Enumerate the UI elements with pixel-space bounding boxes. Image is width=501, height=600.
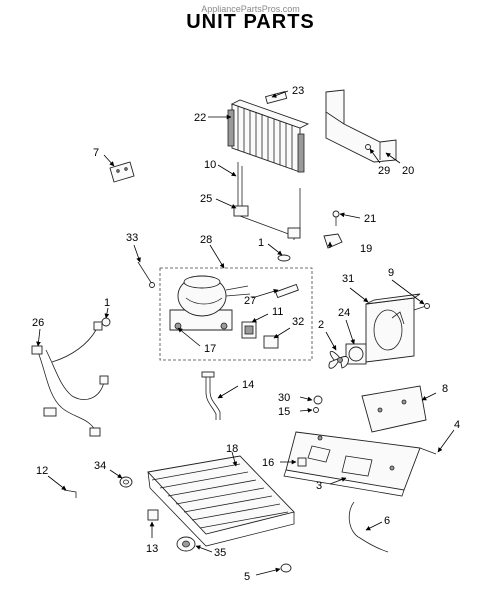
callout-31: 31 [342, 273, 354, 285]
callout-13: 13 [146, 543, 158, 555]
callout-33: 33 [126, 232, 138, 244]
callout-34: 34 [94, 460, 106, 472]
callout-35: 35 [214, 547, 226, 559]
heater-wire-part[interactable] [348, 501, 389, 553]
rail-part-4[interactable] [419, 447, 437, 455]
callout-22: 22 [194, 112, 206, 124]
suction-tube-part[interactable] [275, 283, 299, 299]
screw-part-29[interactable] [365, 144, 371, 150]
compressor-group-outline [159, 267, 313, 361]
callout-10: 10 [204, 159, 216, 171]
callout-19: 19 [360, 243, 372, 255]
evaporator-part[interactable] [147, 455, 295, 547]
callout-5: 5 [244, 571, 250, 583]
clip-part-1-upper[interactable] [277, 254, 291, 262]
spacer-part-5[interactable] [280, 563, 292, 573]
callout-28: 28 [200, 234, 212, 246]
bracket-part-8[interactable] [361, 385, 427, 433]
fan-blade-part[interactable] [328, 350, 349, 369]
bolt-part-33[interactable] [137, 261, 155, 288]
condenser-duct-part[interactable] [325, 89, 397, 163]
callout-21: 21 [364, 213, 376, 225]
callout-3: 3 [316, 480, 322, 492]
clip-part-12[interactable] [63, 489, 77, 498]
callout-12: 12 [36, 465, 48, 477]
callout-8: 8 [442, 383, 448, 395]
screw-part-9[interactable] [413, 303, 430, 311]
compressor-part[interactable] [169, 275, 251, 331]
screw-part-21[interactable] [332, 210, 340, 226]
callout-labels: 22 23 20 29 7 10 25 21 19 33 28 1 9 31 1… [32, 85, 460, 583]
drain-tube-part[interactable] [201, 371, 221, 420]
callout-18: 18 [226, 443, 238, 455]
mounting-plate-part[interactable] [109, 161, 135, 183]
grommet-part-34[interactable] [119, 476, 133, 488]
callout-27: 27 [244, 295, 256, 307]
callout-23: 23 [292, 85, 304, 97]
condenser-tube-part[interactable] [233, 162, 301, 240]
callout-24: 24 [338, 307, 350, 319]
fan-motor-part[interactable] [345, 343, 367, 365]
callout-1-left: 1 [104, 297, 110, 309]
callout-17: 17 [204, 343, 216, 355]
callout-9: 9 [388, 267, 394, 279]
callout-26: 26 [32, 317, 44, 329]
callout-15: 15 [278, 406, 290, 418]
callout-30: 30 [278, 392, 290, 404]
watermark: AppliancePartsPros.com [201, 4, 300, 14]
condenser-coil-part[interactable] [227, 99, 310, 173]
callout-20: 20 [402, 165, 414, 177]
callout-16: 16 [262, 457, 274, 469]
callout-1-upper: 1 [258, 237, 264, 249]
base-pan-part[interactable] [283, 431, 421, 497]
callout-14: 14 [242, 379, 254, 391]
wire-harness-part[interactable] [31, 321, 109, 437]
clip-part-1-left[interactable] [101, 317, 111, 327]
grommet-part-30[interactable] [313, 395, 323, 405]
coil-bracket-part[interactable] [265, 90, 288, 105]
callout-7: 7 [93, 147, 99, 159]
screw-part-15[interactable] [313, 407, 319, 413]
leader-lines [36, 90, 455, 576]
clip-part-19[interactable] [323, 233, 343, 249]
bolt-part-16[interactable] [297, 457, 307, 467]
overload-part[interactable] [263, 335, 279, 349]
callout-4: 4 [454, 419, 460, 431]
callout-11: 11 [272, 306, 283, 318]
fan-shroud-part[interactable] [365, 293, 421, 363]
page-title: UNIT PARTS [186, 11, 315, 33]
callout-6: 6 [384, 515, 390, 527]
callout-2: 2 [318, 319, 324, 331]
fitting-part-35[interactable] [176, 536, 196, 552]
clip-part-13[interactable] [147, 509, 159, 521]
callout-32: 32 [292, 316, 304, 328]
callout-29: 29 [378, 165, 390, 177]
start-relay-part[interactable] [241, 321, 257, 339]
callout-25: 25 [200, 193, 212, 205]
